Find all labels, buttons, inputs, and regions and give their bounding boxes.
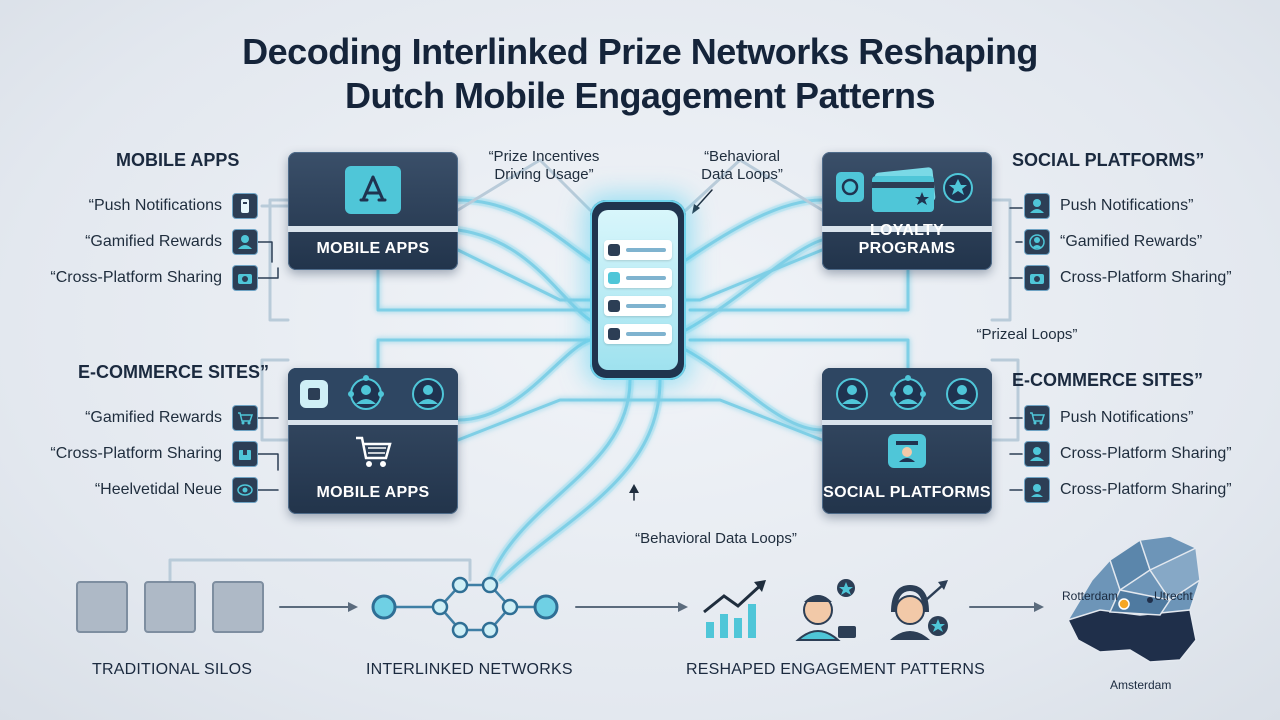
- person-icon: [232, 229, 258, 255]
- list-item: “Gamified Rewards”: [1024, 229, 1202, 255]
- netherlands-map-icon: [1066, 535, 1201, 663]
- map-label-utrecht: Utrecht: [1154, 589, 1193, 603]
- hub-label: MOBILE APPS: [316, 240, 430, 257]
- network-node: [533, 594, 559, 620]
- cart-icon: [356, 436, 392, 467]
- annotation-behavioral-data-loops-top: “Behavioral Data Loops”: [701, 148, 783, 183]
- hub-label: SOCIAL PLATFORMS: [823, 484, 991, 501]
- user-network-icon: [836, 375, 978, 410]
- annotation-prizeal-loops: “Prizeal Loops”: [976, 326, 1078, 343]
- list-item: Cross-Platform Sharing”: [1024, 477, 1232, 503]
- network-node: [451, 621, 469, 639]
- user-network-icon: [348, 375, 444, 410]
- hub-loyalty-programs: LOYALTY PROGRAMS: [822, 152, 992, 270]
- phone-card: [604, 324, 672, 344]
- label-traditional-silos: TRADITIONAL SILOS: [92, 661, 253, 678]
- phone-icon: [232, 193, 258, 219]
- person-icon: [1024, 193, 1050, 219]
- list-item: Cross-Platform Sharing”: [1024, 265, 1232, 291]
- list-item: “Push Notifications: [89, 193, 258, 219]
- share-icon: [232, 265, 258, 291]
- hub-label: LOYALTY PROGRAMS: [858, 222, 956, 257]
- silo-box: [76, 581, 128, 633]
- list-item: “Heelvetidal Neue: [95, 477, 258, 503]
- title-line-2: Dutch Mobile Engagement Patterns: [344, 75, 936, 116]
- trend-up-icon: [703, 580, 766, 638]
- silo-box: [212, 581, 264, 633]
- list-item: “Cross-Platform Sharing: [50, 441, 258, 467]
- cart-icon: [232, 405, 258, 431]
- app-tile-icon: [300, 380, 328, 408]
- network-node: [481, 576, 499, 594]
- phone-card: [604, 240, 672, 260]
- section-label-ecommerce-left: E-COMMERCE SITES”: [78, 362, 270, 382]
- target-icon: [232, 477, 258, 503]
- person-icon: [1024, 441, 1050, 467]
- network-node: [371, 594, 397, 620]
- engaged-user-icon: [795, 579, 856, 641]
- hub-label: MOBILE APPS: [316, 484, 430, 501]
- list-item: Push Notifications”: [1024, 405, 1193, 431]
- section-label-social-platforms: SOCIAL PLATFORMS”: [1012, 150, 1205, 170]
- network-nodes: [371, 576, 559, 639]
- label-interlinked-networks: INTERLINKED NETWORKS: [366, 661, 573, 678]
- list-item: “Gamified Rewards: [85, 229, 258, 255]
- phone-card: [604, 296, 672, 316]
- list-item: “Gamified Rewards: [85, 405, 258, 431]
- map-label-amsterdam: Amsterdam: [1110, 678, 1172, 692]
- section-label-mobile-apps: MOBILE APPS: [116, 150, 240, 170]
- person-icon: [1024, 477, 1050, 503]
- list-item: “Cross-Platform Sharing: [50, 265, 258, 291]
- person-icon: [1024, 229, 1050, 255]
- annotation-behavioral-data-loops-bottom: “Behavioral Data Loops”: [635, 530, 797, 547]
- label-reshaped-engagement-patterns: RESHAPED ENGAGEMENT PATTERNS: [686, 661, 985, 678]
- profile-card-icon: [888, 434, 926, 468]
- hub-social-platforms: SOCIAL PLATFORMS: [822, 368, 992, 514]
- phone-screen: [598, 210, 678, 370]
- section-label-ecommerce-right: E-COMMERCE SITES”: [1012, 370, 1204, 390]
- hub-mobile-apps-bottom: MOBILE APPS: [288, 368, 458, 514]
- list-item: Push Notifications”: [1024, 193, 1193, 219]
- silo-box: [144, 581, 196, 633]
- phone-card: [604, 268, 672, 288]
- page-title: Decoding Interlinked Prize Networks Resh…: [0, 30, 1280, 118]
- app-store-icon: [345, 166, 401, 214]
- network-node: [501, 598, 519, 616]
- list-item: Cross-Platform Sharing”: [1024, 441, 1232, 467]
- package-icon: [232, 441, 258, 467]
- share-icon: [1024, 265, 1050, 291]
- cart-icon: [1024, 405, 1050, 431]
- hub-mobile-apps-top: MOBILE APPS: [288, 152, 458, 270]
- loyalty-cards-icon: [836, 167, 973, 212]
- central-phone: [590, 200, 686, 380]
- map-label-rotterdam: Rotterdam: [1062, 589, 1119, 603]
- annotation-prize-incentives: “Prize Incentives Driving Usage”: [488, 148, 600, 183]
- network-node: [431, 598, 449, 616]
- title-line-1: Decoding Interlinked Prize Networks Resh…: [242, 31, 1038, 72]
- engaged-user-icon: [890, 580, 948, 640]
- network-node: [451, 576, 469, 594]
- network-node: [481, 621, 499, 639]
